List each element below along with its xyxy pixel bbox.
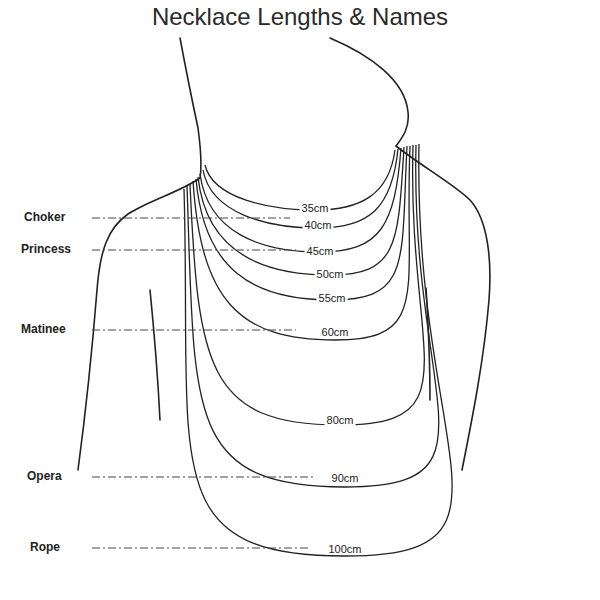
necklace-curve xyxy=(198,147,404,275)
leader-line xyxy=(92,477,314,478)
necklace-curve xyxy=(200,148,401,252)
length-name: Choker xyxy=(24,211,65,224)
length-value: 35cm xyxy=(300,202,331,214)
necklace-curve xyxy=(187,145,439,487)
length-value: 90cm xyxy=(330,472,361,484)
length-value: 45cm xyxy=(305,245,336,257)
leader-line xyxy=(92,218,290,219)
length-value: 40cm xyxy=(303,219,334,231)
leader-line xyxy=(92,330,296,331)
arm-line-left xyxy=(150,290,160,420)
length-name: Matinee xyxy=(21,323,66,336)
length-value: 100cm xyxy=(326,543,363,555)
leader-line xyxy=(92,250,296,251)
necklace-curve xyxy=(203,149,398,228)
length-value: 55cm xyxy=(317,292,348,304)
necklace-curve xyxy=(190,145,424,425)
diagram-title: Necklace Lengths & Names xyxy=(152,4,448,30)
length-value: 80cm xyxy=(325,414,356,426)
length-value: 60cm xyxy=(320,326,351,338)
length-value: 50cm xyxy=(315,268,346,280)
length-name: Opera xyxy=(27,470,62,483)
length-name: Rope xyxy=(30,541,60,554)
leader-line xyxy=(92,548,310,549)
necklace-curve xyxy=(184,144,452,556)
length-name: Princess xyxy=(21,243,71,256)
body-outline-left xyxy=(78,38,201,470)
necklace-curve xyxy=(193,146,410,340)
necklace-curve xyxy=(196,146,407,300)
necklace-curves xyxy=(184,144,452,556)
